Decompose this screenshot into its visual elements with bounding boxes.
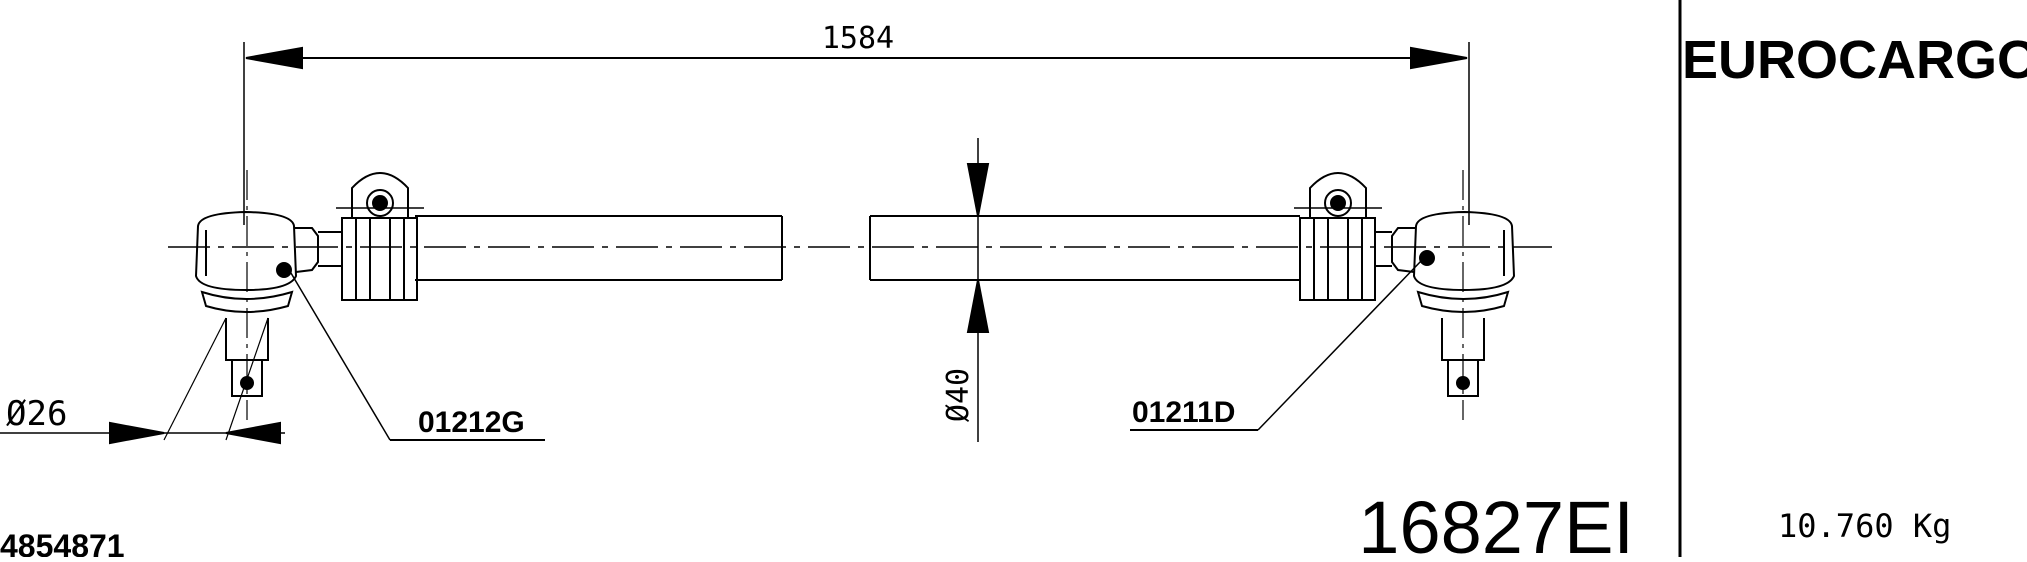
right-arrowhead: [1410, 46, 1468, 70]
left-code-label: 01212G: [418, 406, 525, 439]
length-dimension: 1584: [243, 21, 1470, 225]
rod-dia-arrow-bottom: [966, 279, 990, 333]
pin-dia-arrow-right: [225, 421, 281, 445]
weight-label: 10.760 Kg: [1778, 507, 1951, 545]
left-code-callout: 01212G: [287, 267, 545, 441]
length-label: 1584: [822, 21, 894, 56]
pin-diameter-dimension: Ø26: [0, 317, 285, 445]
right-code-callout: 01211D: [1130, 259, 1423, 431]
right-code-label: 01211D: [1132, 396, 1235, 429]
reference-number: 4854871: [0, 528, 125, 557]
rod-diameter-dimension: Ø40: [941, 138, 990, 442]
rod-dia-arrow-top: [966, 163, 990, 217]
rod-diameter-label: Ø40: [941, 368, 976, 422]
pin-diameter-label: Ø26: [6, 394, 67, 434]
right-ball-joint: [1375, 170, 1516, 420]
pin-dia-arrow-left: [109, 421, 165, 445]
part-number: 16827EI: [1358, 486, 1634, 557]
rod-body: [415, 215, 1300, 281]
left-ball-joint: [194, 170, 342, 420]
right-clamp: [1294, 172, 1382, 301]
model-name: EUROCARGO: [1682, 30, 2027, 90]
left-clamp: [336, 172, 424, 301]
left-arrowhead: [245, 46, 303, 70]
